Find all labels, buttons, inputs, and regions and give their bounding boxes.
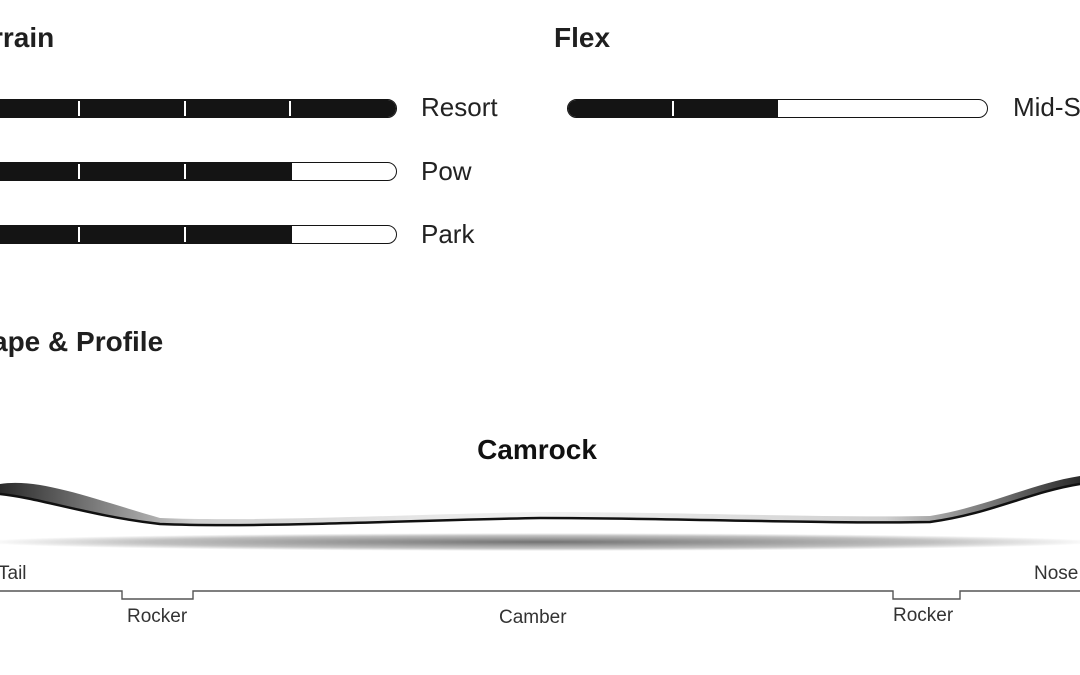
shape-profile-heading: ape & Profile: [0, 326, 164, 357]
bar-tick: [672, 101, 674, 116]
terrain-label-park: Park: [421, 219, 475, 249]
bar-tick: [78, 227, 80, 242]
rating-bar: [567, 99, 988, 118]
bar-tick: [184, 227, 186, 242]
flex-label: Mid-S: [1013, 92, 1080, 122]
rating-bar-fill: [0, 100, 396, 117]
camber-label: Camber: [499, 607, 567, 628]
rocker-left-label: Rocker: [127, 606, 188, 627]
rating-bar-fill: [0, 226, 293, 243]
bar-tick: [78, 101, 80, 116]
bar-tick: [289, 101, 291, 116]
bar-tick: [78, 164, 80, 179]
tail-label: Tail: [0, 563, 27, 584]
rating-bar-fill: [0, 163, 293, 180]
terrain-heading: rrain: [0, 22, 55, 53]
nose-label: Nose: [1034, 563, 1079, 584]
board-shadow: [0, 533, 1080, 551]
segment-line: [0, 590, 1080, 600]
terrain-label-pow: Pow: [421, 156, 472, 186]
profile-segment-lines: [0, 590, 1080, 600]
board-profile-title: Camrock: [477, 434, 597, 465]
rating-bar: [0, 162, 397, 181]
bar-tick: [184, 164, 186, 179]
flex-heading: Flex: [554, 22, 611, 53]
board-base-edge: [0, 482, 1080, 527]
rating-bar: [0, 99, 397, 118]
rocker-right-label: Rocker: [893, 605, 954, 626]
board-profile-illustration: [0, 476, 1080, 551]
terrain-label-resort: Resort: [421, 92, 498, 122]
rating-bar: [0, 225, 397, 244]
bar-tick: [184, 101, 186, 116]
board-shape: [0, 476, 1080, 526]
